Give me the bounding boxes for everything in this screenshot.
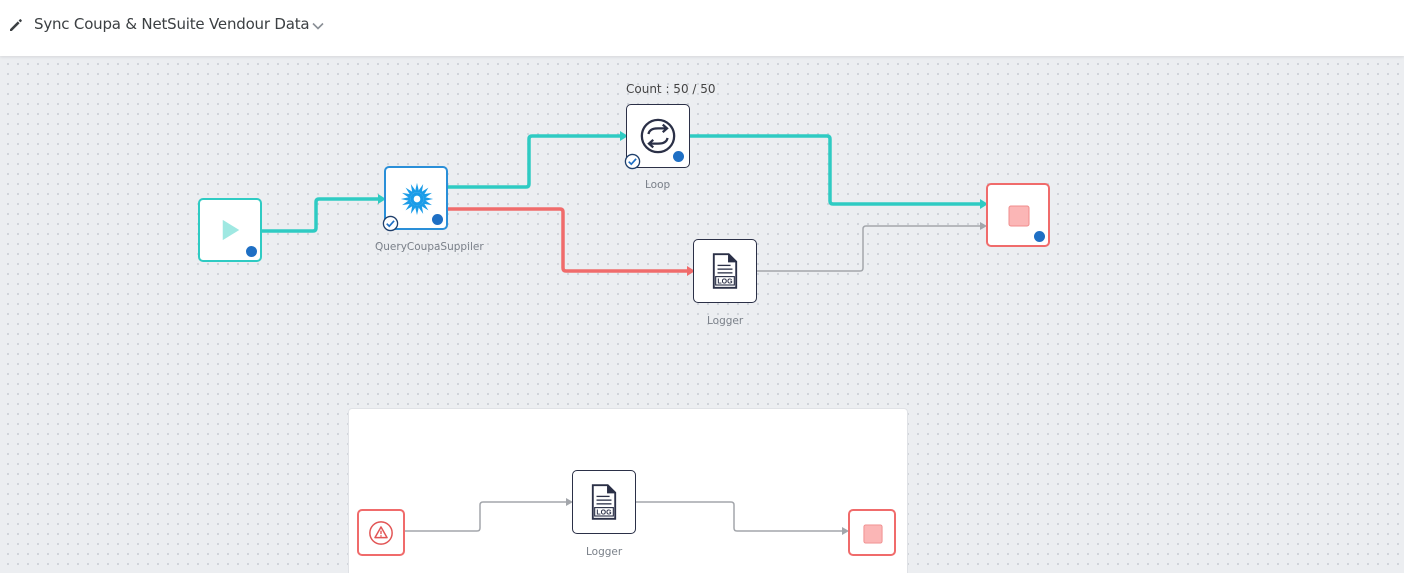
wire-query-to-loop (448, 134, 620, 189)
chevron-down-icon[interactable] (311, 19, 325, 33)
logger-label: Logger (707, 315, 744, 327)
wire-query-to-logger (448, 207, 687, 273)
check-icon (382, 215, 399, 232)
loop-label: Loop (645, 179, 671, 191)
coupa-logo-icon (400, 182, 434, 216)
error-logger-node[interactable]: LOG (572, 470, 636, 534)
status-dot (1034, 231, 1045, 242)
error-logger-label: Logger (586, 546, 623, 558)
check-icon (624, 153, 641, 170)
query-coupa-label: QueryCoupaSuppiler (375, 241, 484, 253)
log-file-icon: LOG (712, 253, 738, 289)
query-coupa-node[interactable] (384, 166, 448, 230)
wire-start-to-query (261, 197, 378, 233)
pencil-icon[interactable] (8, 17, 24, 33)
loop-arrows-icon (640, 118, 676, 154)
stop-node[interactable] (986, 183, 1050, 247)
wire-logger-to-stop (757, 225, 980, 272)
start-node[interactable] (198, 198, 262, 262)
flow-canvas[interactable] (0, 56, 1404, 573)
flow-title[interactable]: Sync Coupa & NetSuite Vendour Data (34, 15, 310, 33)
wire-error-to-logger (405, 501, 566, 532)
log-file-icon: LOG (591, 484, 617, 520)
status-dot (432, 214, 443, 225)
play-icon (222, 219, 240, 241)
error-start-node[interactable] (357, 509, 405, 556)
wire-loop-to-stop (690, 134, 980, 206)
logger-node[interactable]: LOG (693, 239, 757, 303)
loop-count: Count : 50 / 50 (626, 82, 716, 96)
status-dot (246, 246, 257, 257)
wire-logger-to-error-stop (636, 501, 842, 532)
stop-square-icon (1008, 205, 1030, 227)
svg-text:LOG: LOG (717, 279, 733, 286)
error-stop-node[interactable] (848, 509, 896, 556)
stop-square-icon (863, 523, 883, 544)
svg-text:LOG: LOG (596, 510, 612, 517)
warning-triangle-icon (369, 521, 393, 545)
flow-header: Sync Coupa & NetSuite Vendour Data (0, 0, 1404, 56)
status-dot (673, 151, 684, 162)
